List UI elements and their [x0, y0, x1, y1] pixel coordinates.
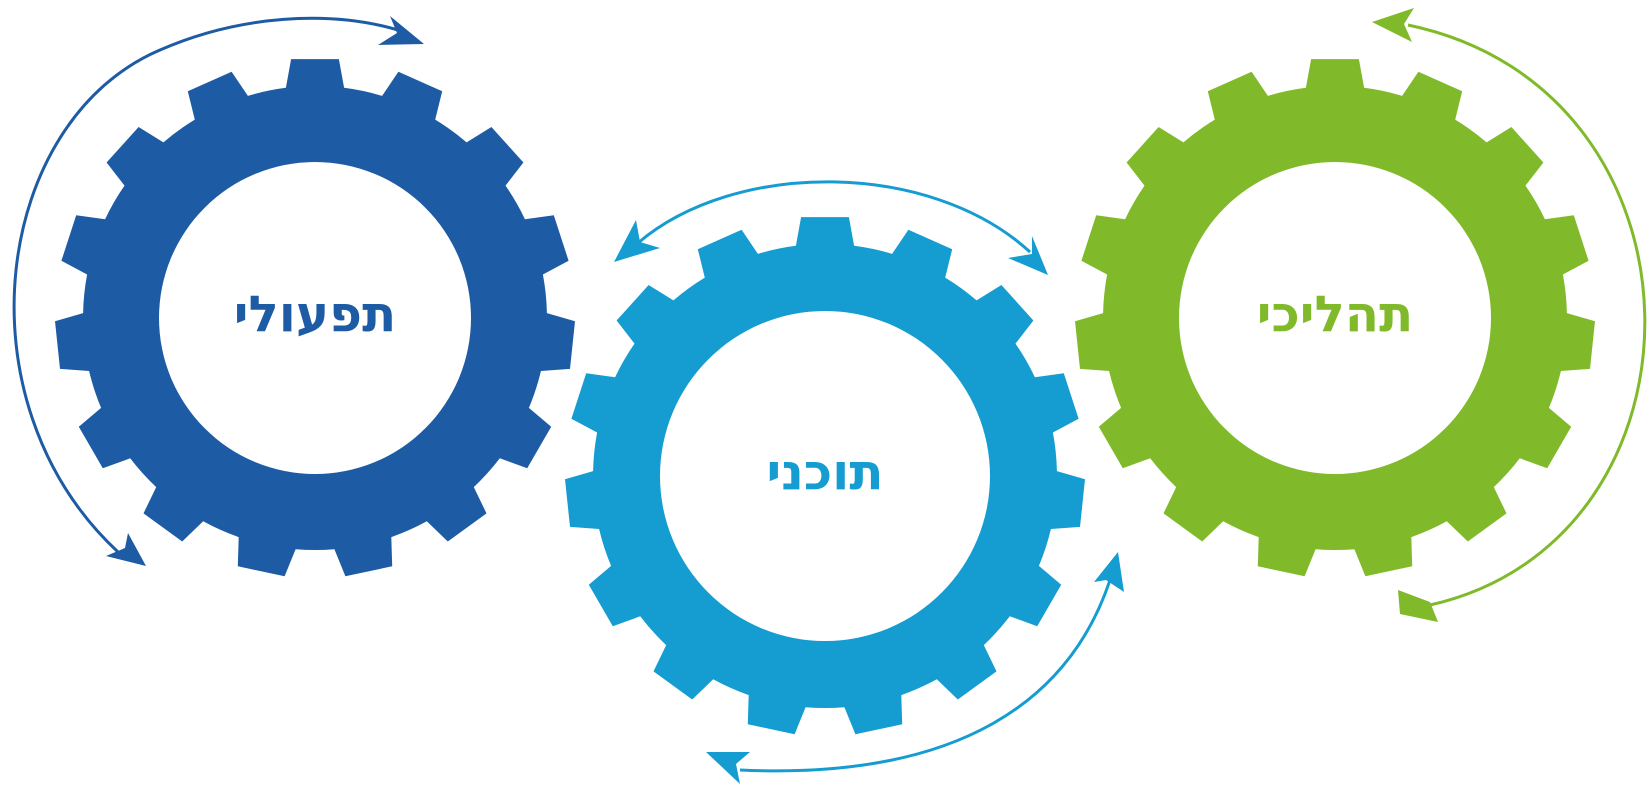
operational-gear: תפעולי	[55, 59, 575, 577]
process-cycle-arrow	[1372, 8, 1647, 622]
arrowhead-icon	[106, 533, 146, 566]
arrowhead-icon	[706, 752, 750, 784]
arrowhead-icon	[1008, 236, 1048, 275]
curved-arrow-icon	[1407, 23, 1647, 607]
process-gear-label: תהליכי	[1257, 286, 1414, 344]
curved-arrow-icon	[739, 579, 1112, 773]
gear-icon	[1075, 59, 1595, 577]
arrowhead-icon	[1372, 8, 1414, 42]
operational-gear-label: תפעולי	[234, 286, 396, 344]
curved-arrow-icon	[12, 16, 399, 554]
double-headed-curved-arrow-icon	[637, 180, 1032, 254]
content-top-arrow	[614, 180, 1048, 275]
content-gear-label: תוכני	[766, 444, 883, 502]
arrowhead-icon	[1398, 590, 1438, 622]
content-bottom-arrow	[706, 552, 1124, 784]
content-gear: תוכני	[565, 217, 1085, 735]
gear-icon	[565, 217, 1085, 735]
gear-icon	[55, 59, 575, 577]
arrowhead-icon	[614, 220, 660, 262]
arrowhead-icon	[1094, 552, 1124, 592]
operational-cycle-arrow	[12, 16, 424, 566]
process-gear: תהליכי	[1075, 59, 1595, 577]
arrowhead-icon	[378, 16, 424, 45]
